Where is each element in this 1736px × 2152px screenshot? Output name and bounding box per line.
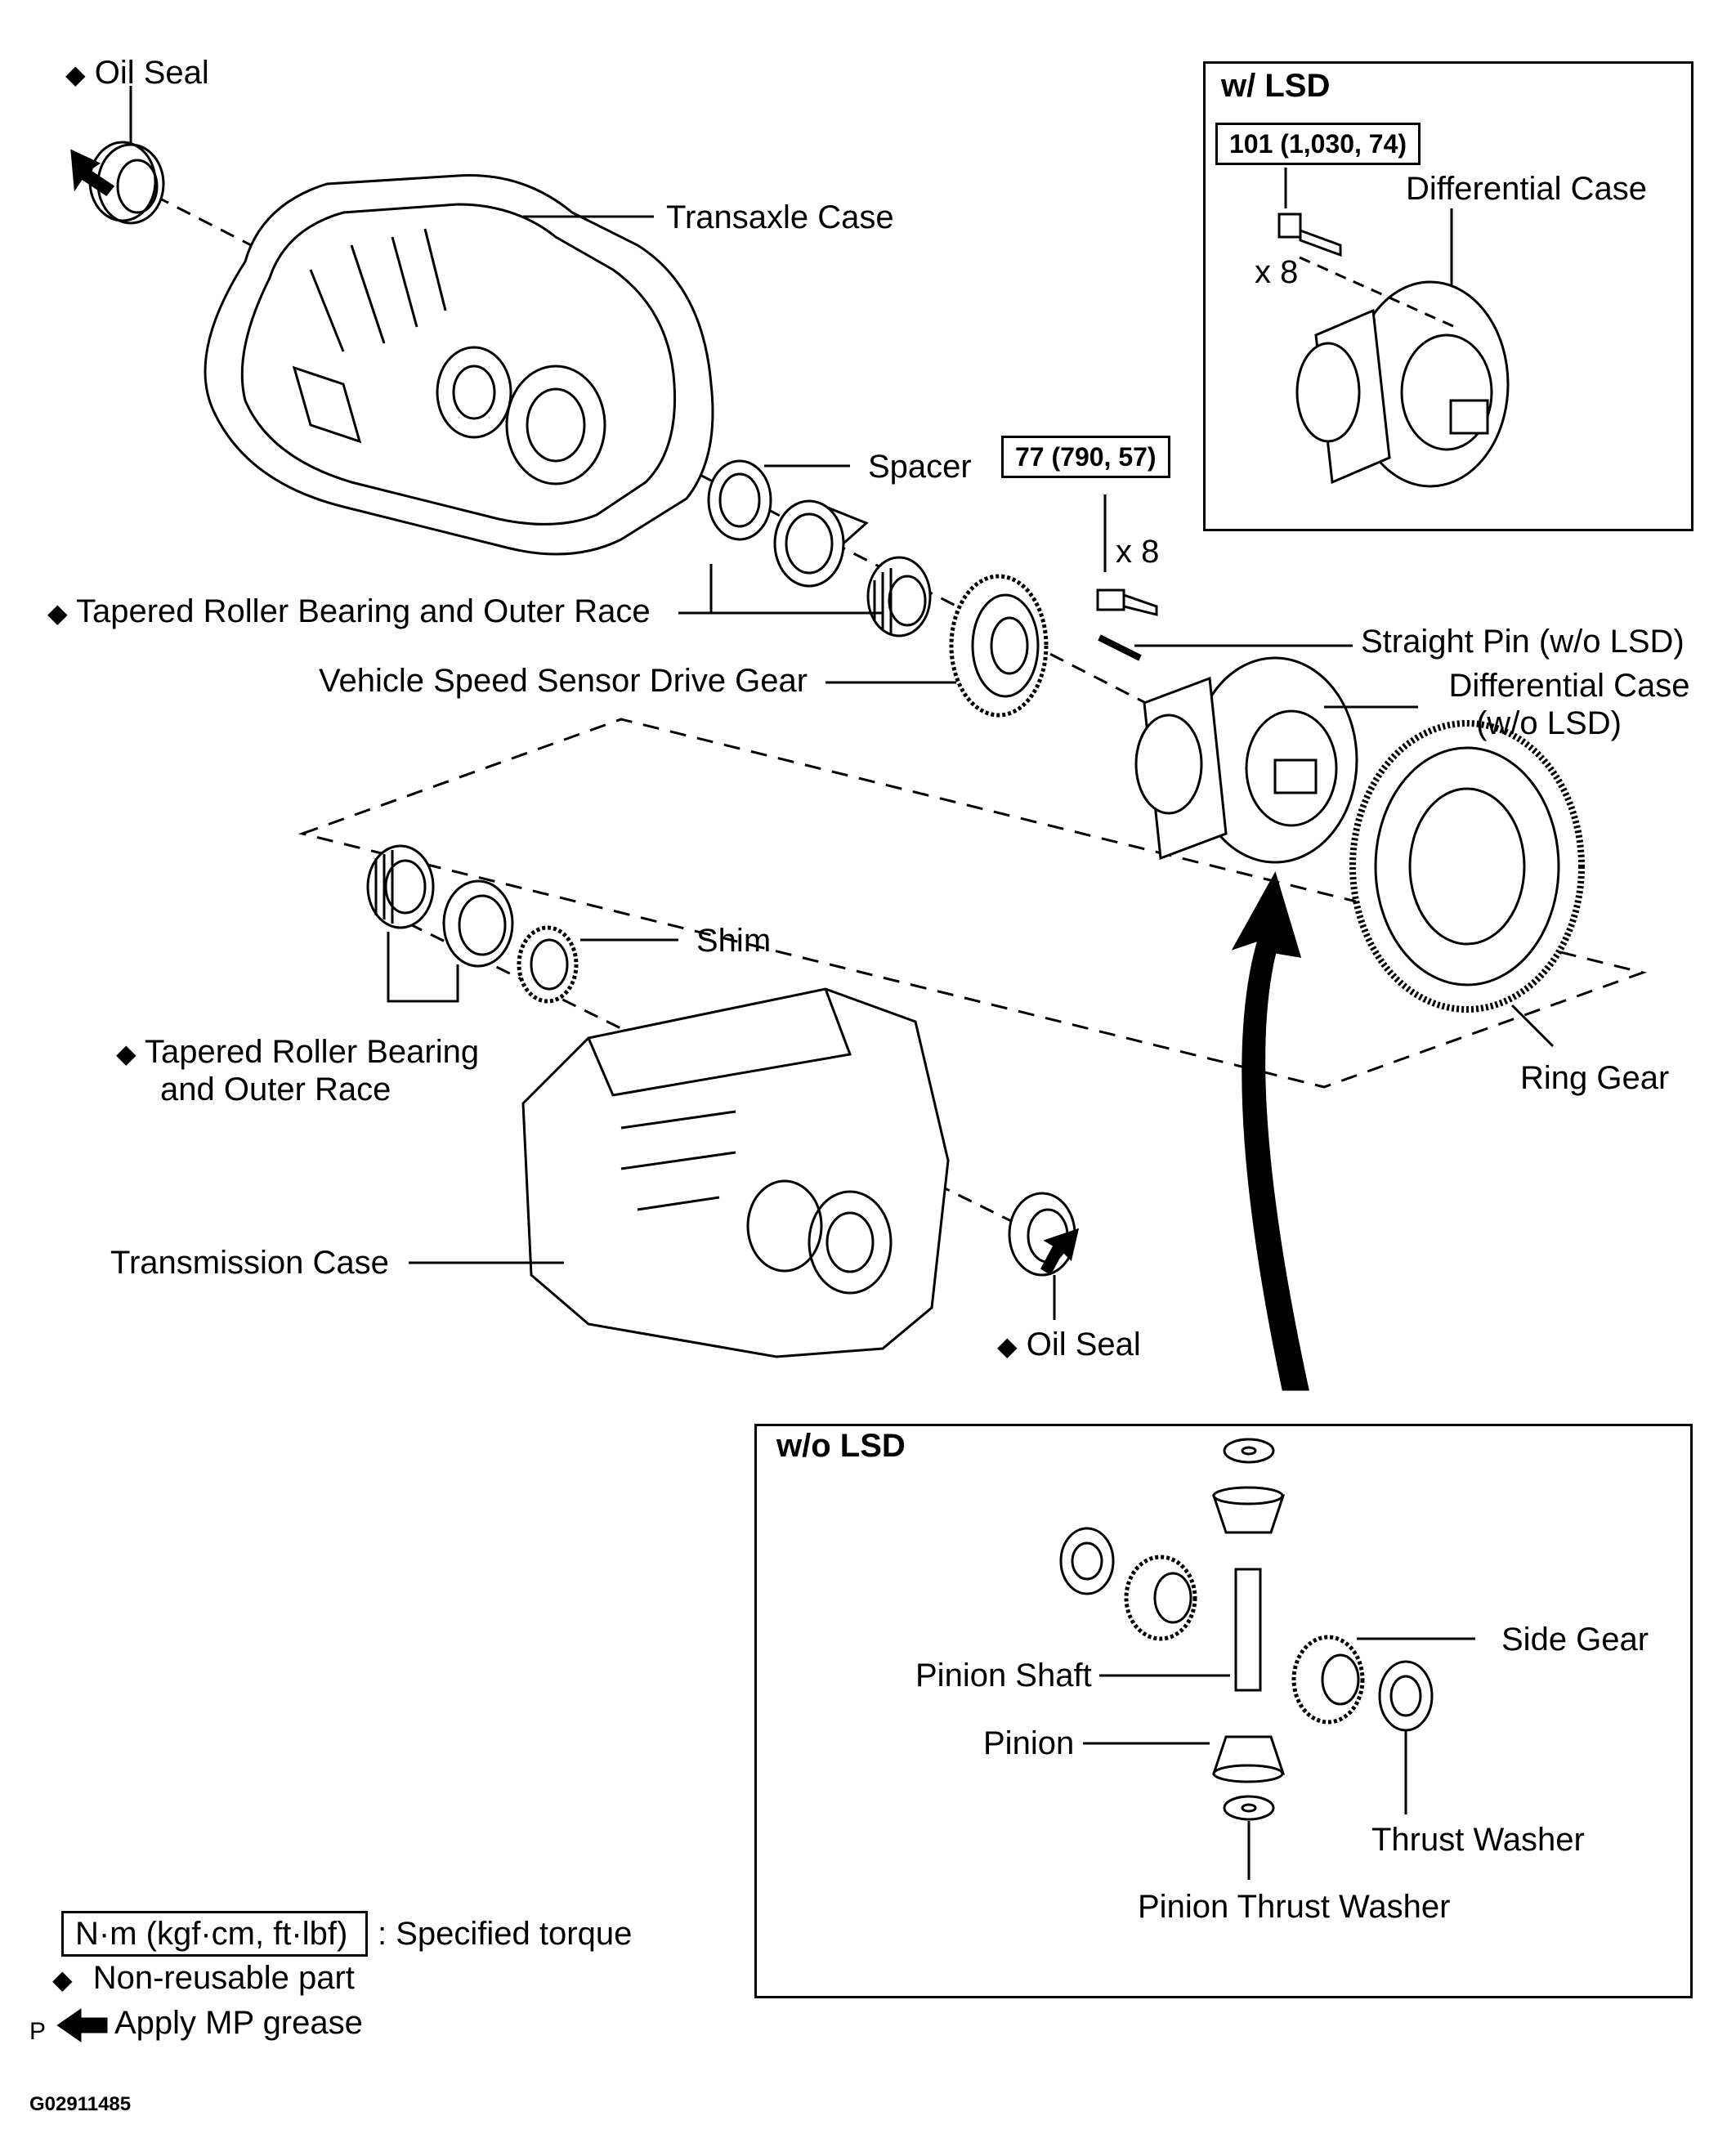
shim-part [517,925,579,1004]
side-gear-right [1291,1635,1365,1725]
side-gear-label: Side Gear [1501,1622,1649,1658]
diamond-icon: ◆ [65,60,86,89]
oil-seal-top [88,141,165,225]
tapered-bearing-upper-label: ◆ Tapered Roller Bearing and Outer Race [47,593,651,629]
transmission-case-label: Transmission Case [110,1245,389,1281]
straight-pin-part [1098,634,1142,661]
assembly-plane-outline [298,718,1648,1089]
tapered-bearing-lower-label-2: and Outer Race [160,1072,391,1107]
torque-lsd: 101 (1,030, 74) [1215,123,1421,165]
wo-lsd-box [754,1424,1693,1998]
pinion-thrust-washer-bottom [1223,1795,1275,1821]
pinion-bottom [1211,1735,1286,1783]
lsd-diff-case-label: Differential Case [1406,171,1647,207]
oil-seal-top-label: ◆ Oil Seal [65,55,209,91]
outer-race-upper [773,499,869,588]
axis-line-lower [408,922,1055,1244]
legend-mp-grease: Apply MP grease [114,2005,363,2041]
pinion-label: Pinion [983,1725,1075,1761]
diamond-icon: ◆ [47,598,68,628]
pinion-thrust-washer-top [1223,1438,1275,1464]
grease-arrow-bottom-icon [1040,1228,1080,1276]
assembly-arrow [1231,871,1309,1391]
diamond-icon: ◆ [997,1331,1018,1361]
oil-seal-bottom-label: ◆ Oil Seal [997,1327,1141,1362]
wo-lsd-box-title: w/o LSD [776,1428,906,1464]
lsd-differential-case-part [1295,280,1510,488]
figure-id: G02911485 [29,2093,132,2115]
diff-case-wo-label-2: (w/o LSD) [1476,705,1622,741]
bolt-count-main: x 8 [1116,534,1160,570]
legend-p-mark: P [29,2018,47,2045]
tapered-bearing-lower [366,844,435,929]
outer-race-lower [442,879,514,968]
legend-non-reusable: ◆ Non-reusable part [52,1960,355,1996]
diamond-icon: ◆ [116,1039,136,1068]
ring-gear-part [1349,720,1585,1013]
lsd-bolt [1277,213,1342,257]
grease-arrow-top-icon [70,149,115,197]
lsd-box-title: w/ LSD [1221,68,1331,104]
bolt-main [1096,588,1158,616]
thrust-washer-label: Thrust Washer [1371,1822,1585,1858]
shim-label: Shim [696,923,772,959]
pinion-thrust-washer-label: Pinion Thrust Washer [1138,1889,1451,1925]
thrust-washer-left [1059,1527,1115,1595]
transaxle-case-drawing [204,174,714,556]
legend-torque-box [61,1911,368,1957]
lsd-box [1203,61,1693,531]
spacer-label: Spacer [868,449,972,485]
straight-pin-label: Straight Pin (w/o LSD) [1361,624,1685,660]
pinion-shaft-part [1234,1568,1262,1692]
vss-drive-gear-label: Vehicle Speed Sensor Drive Gear [319,663,808,699]
torque-main: 77 (790, 57) [1001,436,1170,478]
transmission-case-drawing [521,987,950,1358]
differential-case-part [1134,656,1358,864]
tapered-bearing-lower-label-1: ◆ Tapered Roller Bearing [116,1034,480,1070]
legend-torque-unit: N·m (kgf·cm, ft·lbf) [75,1916,348,1952]
pinion-top [1211,1486,1286,1534]
pinion-shaft-label: Pinion Shaft [915,1658,1092,1693]
vss-drive-gear-part [949,574,1049,718]
legend-torque-desc: : Specified torque [378,1916,633,1952]
legend-grease-arrow-icon [56,2008,108,2042]
side-gear-left [1124,1555,1197,1641]
bolt-count-lsd: x 8 [1255,254,1299,290]
diamond-icon: ◆ [52,1965,73,1994]
ring-gear-label: Ring Gear [1520,1060,1670,1096]
transaxle-case-label: Transaxle Case [666,199,894,235]
diff-case-wo-label-1: Differential Case [1448,668,1690,704]
spacer-part [707,459,772,541]
tapered-bearing-upper [866,556,932,638]
